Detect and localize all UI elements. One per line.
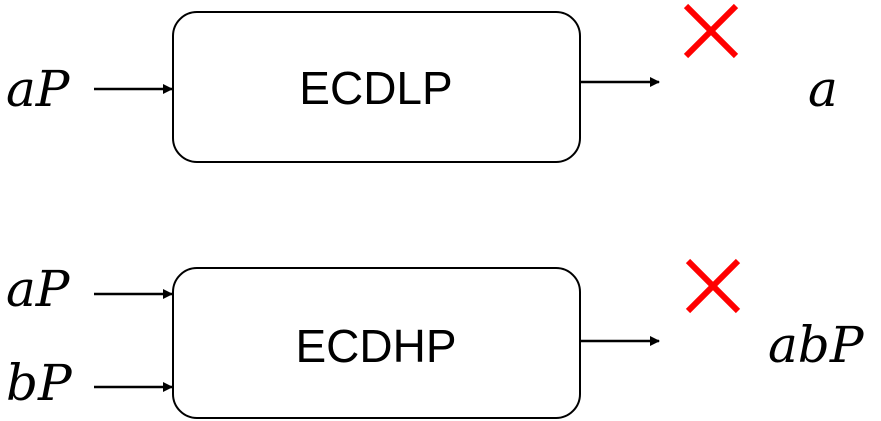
cross-icon [685, 258, 741, 314]
ecdlp-box-label: ECDLP [299, 62, 452, 114]
ecdlp-box [172, 11, 581, 163]
ecdhp-input-2-label: bP [6, 354, 73, 412]
cross-icon [683, 3, 739, 59]
ecdlp-output-label: a [808, 60, 838, 118]
ecdhp-output-label: abP [768, 316, 865, 374]
ecdlp-row: aP ECDLP a [6, 3, 838, 163]
ecdhp-input-1-label: aP [6, 260, 71, 318]
ecdlp-input-label: aP [6, 60, 71, 118]
ecdhp-box-label: ECDHP [295, 320, 456, 372]
ecdhp-box [172, 267, 581, 419]
ecdhp-row: aP bP ECDHP abP [6, 258, 865, 419]
